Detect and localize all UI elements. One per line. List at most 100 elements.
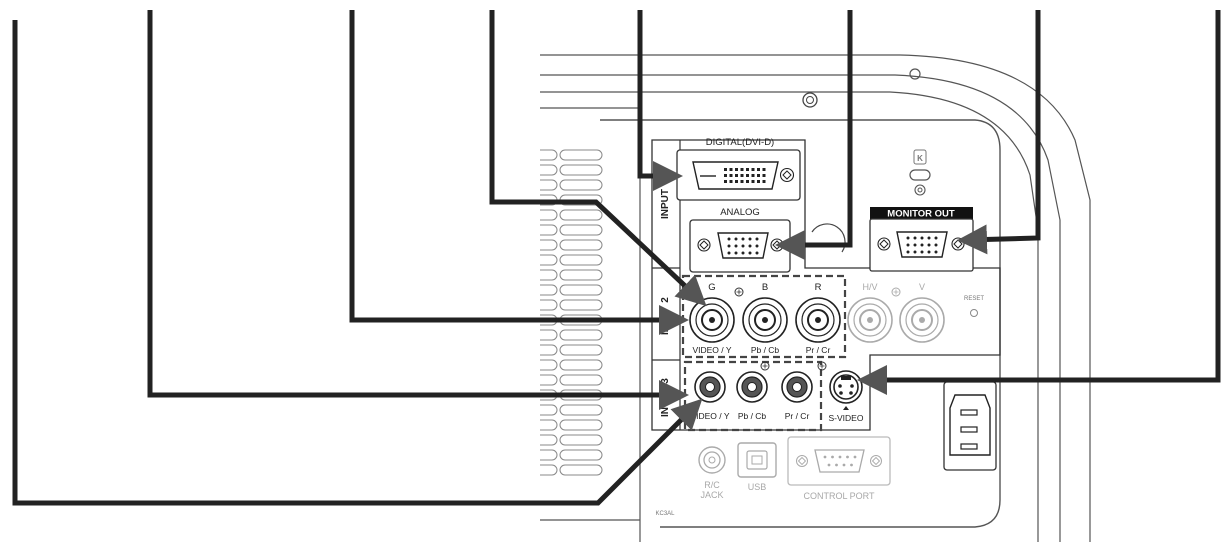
pin — [724, 180, 727, 183]
vent-slot — [559, 434, 603, 446]
input2-prefix: IN — [660, 325, 671, 335]
pin — [927, 250, 931, 254]
pin — [823, 455, 827, 459]
pin — [906, 243, 910, 247]
usb-label: USB — [748, 482, 767, 492]
control-port-label: CONTROL PORT — [803, 491, 875, 501]
pin — [751, 174, 755, 177]
pin — [746, 168, 749, 171]
input2-number: 2 — [660, 297, 671, 303]
bnc-jack-r[interactable] — [795, 297, 841, 343]
pin — [920, 236, 924, 240]
pin — [757, 180, 760, 183]
reset-label: RESET — [964, 296, 984, 302]
vent-slot — [540, 239, 558, 251]
input3-number: 3 — [660, 378, 671, 384]
vent-slots — [540, 149, 603, 476]
vent-slot — [559, 239, 603, 251]
pin — [748, 251, 752, 255]
s-video-port[interactable] — [829, 370, 863, 410]
input2-pb-cb-label: Pb / Cb — [751, 345, 780, 355]
pin — [934, 243, 938, 247]
pin — [751, 180, 755, 183]
pin — [762, 180, 766, 183]
pin — [748, 244, 752, 248]
bnc-jack-g[interactable] — [689, 297, 735, 343]
vent-slot — [559, 224, 603, 236]
vent-slot — [559, 359, 603, 371]
pin — [913, 236, 917, 240]
pin — [734, 237, 738, 241]
vent-slot — [540, 404, 558, 416]
pin — [727, 244, 731, 248]
pin — [746, 174, 749, 177]
pin — [906, 236, 910, 240]
pin — [831, 455, 834, 459]
pin — [838, 455, 842, 459]
rca-jack-pb-cb[interactable] — [736, 371, 768, 403]
input-section-label: INPUT — [660, 189, 671, 219]
pin — [727, 251, 731, 255]
callout-lines — [12, 10, 1221, 506]
callout-line-s-video — [856, 10, 1221, 395]
rc-jack-label-line1: R/C — [704, 480, 720, 490]
vent-slot — [559, 254, 603, 266]
input3-prefix: IN — [660, 407, 671, 417]
pin — [735, 174, 738, 177]
pin — [757, 168, 760, 171]
pin — [927, 236, 931, 240]
bnc-jack-v[interactable] — [899, 297, 945, 343]
bnc-jack-b[interactable] — [742, 297, 788, 343]
pin — [913, 250, 917, 254]
dvi-d-port[interactable] — [676, 149, 801, 201]
rca-jack-video-y[interactable] — [694, 371, 726, 403]
screw-hole — [909, 68, 921, 80]
pin — [729, 174, 733, 177]
vent-slot — [540, 224, 558, 236]
pin — [913, 243, 917, 247]
jack-b-label: B — [762, 282, 768, 293]
pin — [724, 174, 727, 177]
pin — [755, 244, 759, 248]
input3-pb-cb-label: Pb / Cb — [738, 411, 767, 421]
vent-slot — [540, 284, 558, 296]
rc-jack-label-line2: JACK — [700, 490, 723, 500]
reset-button[interactable] — [970, 309, 978, 317]
pin — [762, 168, 766, 171]
monitor-out-vga-port[interactable] — [869, 218, 974, 272]
model-code-label: KC3AL — [655, 511, 675, 517]
pin — [762, 174, 766, 177]
input3-video-y-label: VIDEO / Y — [690, 411, 729, 421]
callout-line-monitor-out — [957, 10, 1041, 255]
analog-vga-port[interactable] — [689, 219, 791, 273]
pin — [735, 168, 738, 171]
callout-line-analog — [774, 10, 853, 260]
vent-slot — [540, 419, 558, 431]
vent-slot — [559, 419, 603, 431]
vent-slot — [559, 344, 603, 356]
bnc-jack-hv[interactable] — [847, 297, 893, 343]
rc-jack[interactable] — [698, 446, 726, 474]
control-port[interactable] — [787, 436, 891, 486]
pin — [740, 180, 744, 183]
vent-slot — [540, 149, 558, 161]
pin — [755, 237, 759, 241]
pin — [735, 180, 738, 183]
pin — [853, 455, 857, 459]
rca-jack-pr-cr[interactable] — [781, 371, 813, 403]
input3-pr-cr-label: Pr / Cr — [785, 411, 810, 421]
pin — [740, 174, 744, 177]
vent-slot — [540, 179, 558, 191]
pin — [906, 250, 910, 254]
callout-line-input3-rca — [147, 10, 690, 410]
link-icon — [891, 287, 901, 297]
jack-v-label: V — [919, 282, 925, 292]
vent-slot — [540, 344, 558, 356]
callout-line-input2-bnc — [349, 10, 690, 335]
power-inlet — [943, 381, 997, 471]
vent-slot — [540, 434, 558, 446]
usb-port[interactable] — [737, 442, 777, 478]
s-video-label: S-VIDEO — [829, 413, 864, 423]
pin — [724, 168, 727, 171]
vent-slot — [540, 269, 558, 281]
